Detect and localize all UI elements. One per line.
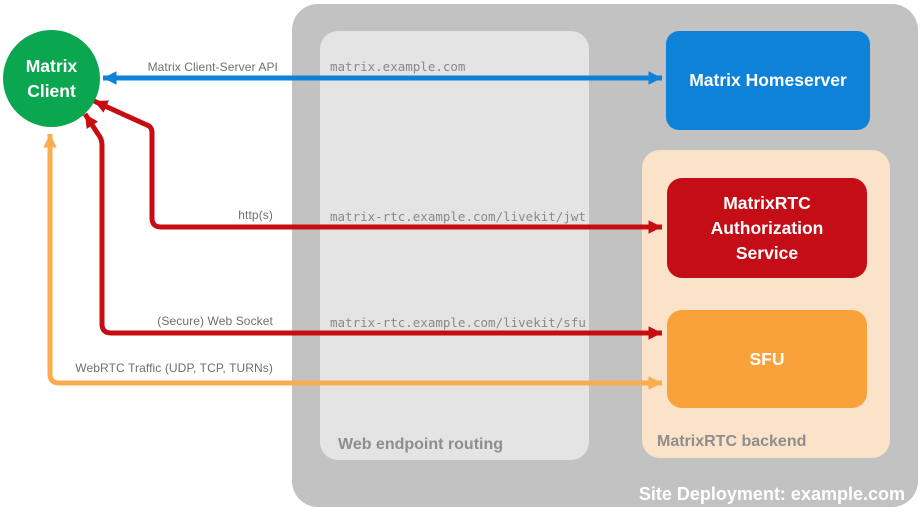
matrix-client-label: Matrix Client — [25, 55, 78, 101]
matrix-homeserver-node: Matrix Homeserver — [666, 31, 870, 130]
homeserver-endpoint-url: matrix.example.com — [330, 59, 466, 74]
matrix-homeserver-label: Matrix Homeserver — [689, 70, 847, 90]
webrtc-traffic-flow-label: WebRTC Traffic (UDP, TCP, TURNs) — [75, 361, 273, 375]
web-endpoint-routing-caption: Web endpoint routing — [338, 436, 504, 453]
matrixrtc-auth-service-label: MatrixRTC Authorization Service — [710, 192, 824, 263]
sfu-endpoint-url: matrix-rtc.example.com/livekit/sfu — [330, 315, 586, 330]
https-flow-label: http(s) — [238, 208, 273, 222]
site-deployment-caption: Site Deployment: example.com — [638, 484, 905, 504]
sfu-label: SFU — [749, 348, 785, 369]
sfu-node: SFU — [667, 310, 867, 408]
matrixrtc-auth-service-node: MatrixRTC Authorization Service — [667, 178, 867, 278]
client-sfu-webrtc-arrow — [43, 134, 662, 390]
client-server-api-flow-label: Matrix Client-Server API — [147, 60, 278, 74]
websocket-flow-label: (Secure) Web Socket — [157, 314, 273, 328]
matrixrtc-backend-caption: MatrixRTC backend — [657, 433, 807, 450]
jwt-endpoint-url: matrix-rtc.example.com/livekit/jwt — [330, 209, 586, 224]
matrix-client-node: Matrix Client — [3, 30, 100, 127]
